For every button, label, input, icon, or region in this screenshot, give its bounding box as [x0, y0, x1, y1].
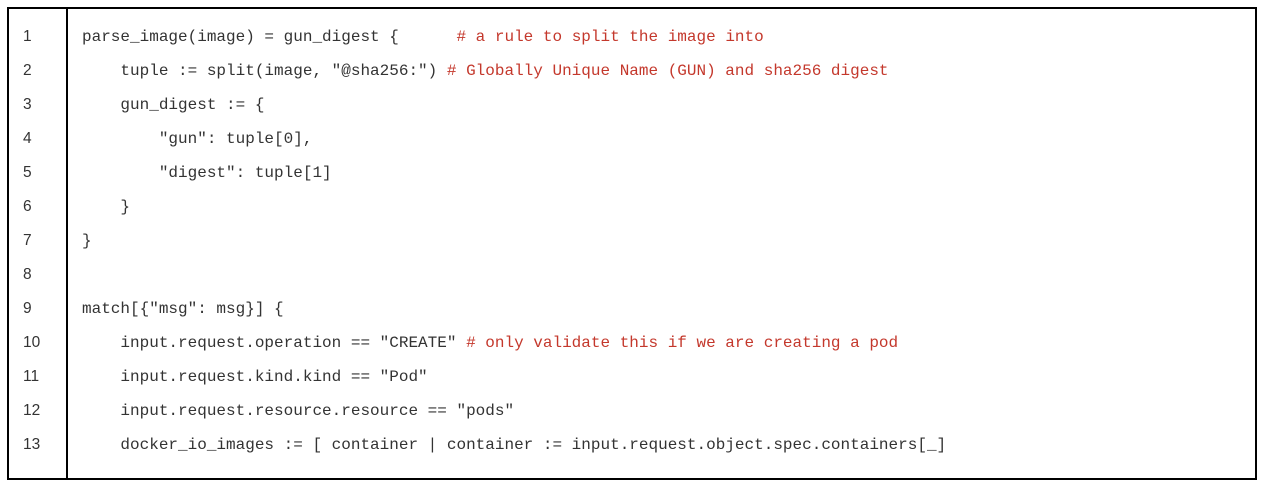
code-line: }	[82, 224, 1255, 258]
line-number: 2	[23, 62, 32, 79]
code-text: tuple := split(image, "@sha256:")	[82, 62, 447, 80]
code-line: "gun": tuple[0],	[82, 122, 1255, 156]
code-text: match[{"msg": msg}] {	[82, 300, 284, 318]
line-number: 11	[23, 368, 40, 385]
code-text: input.request.resource.resource == "pods…	[82, 402, 515, 420]
code-line: input.request.resource.resource == "pods…	[82, 394, 1255, 428]
line-number: 13	[23, 436, 41, 453]
code-text: }	[82, 198, 131, 216]
code-listing: 1 2 3 4 5 6 7 8 9 10 11 12 13 parse_imag…	[7, 7, 1257, 480]
line-number: 9	[23, 300, 32, 317]
code-text: input.request.operation == "CREATE"	[82, 334, 467, 352]
code-line: tuple := split(image, "@sha256:") # Glob…	[82, 54, 1255, 88]
code-line: parse_image(image) = gun_digest { # a ru…	[82, 20, 1255, 54]
line-number: 3	[23, 96, 32, 113]
line-number: 7	[23, 232, 32, 249]
code-comment: # Globally Unique Name (GUN) and sha256 …	[446, 62, 889, 80]
code-line: }	[82, 190, 1255, 224]
line-number: 1	[23, 28, 32, 45]
line-number: 4	[23, 130, 32, 147]
code-line: gun_digest := {	[82, 88, 1255, 122]
code-text: docker_io_images := [ container | contai…	[82, 436, 947, 454]
code-line: input.request.kind.kind == "Pod"	[82, 360, 1255, 394]
line-number: 5	[23, 164, 32, 181]
code-text: }	[82, 232, 92, 250]
code-text: "digest": tuple[1]	[82, 164, 332, 182]
line-number: 6	[23, 198, 32, 215]
code-comment: # a rule to split the image into	[456, 28, 764, 46]
code-line	[82, 258, 1255, 292]
code-text: "gun": tuple[0],	[82, 130, 313, 148]
line-number-gutter: 1 2 3 4 5 6 7 8 9 10 11 12 13	[9, 9, 68, 478]
code-comment: # only validate this if we are creating …	[466, 334, 899, 352]
code-line: "digest": tuple[1]	[82, 156, 1255, 190]
code-body: parse_image(image) = gun_digest { # a ru…	[68, 9, 1255, 478]
code-line: match[{"msg": msg}] {	[82, 292, 1255, 326]
code-line: docker_io_images := [ container | contai…	[82, 428, 1255, 462]
code-line: input.request.operation == "CREATE" # on…	[82, 326, 1255, 360]
code-text: input.request.kind.kind == "Pod"	[82, 368, 428, 386]
line-number: 8	[23, 266, 32, 283]
line-number: 10	[23, 334, 41, 351]
code-text: parse_image(image) = gun_digest {	[82, 28, 457, 46]
line-number: 12	[23, 402, 41, 419]
code-text: gun_digest := {	[82, 96, 265, 114]
